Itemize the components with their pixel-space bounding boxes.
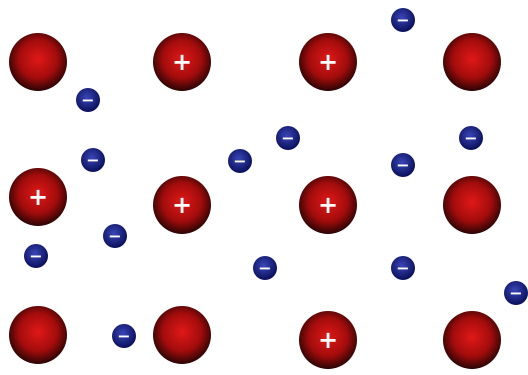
minus-sign: − <box>108 227 121 246</box>
minus-sign: − <box>81 91 94 110</box>
electron: − <box>391 153 415 177</box>
positive-ion: + <box>299 33 357 91</box>
ion-sphere <box>9 33 67 91</box>
minus-sign: − <box>117 327 130 346</box>
electron: − <box>112 324 136 348</box>
electron: − <box>81 148 105 172</box>
minus-sign: − <box>396 11 409 30</box>
plus-sign: + <box>28 183 48 211</box>
plus-sign: + <box>318 326 338 354</box>
ion-sphere <box>153 306 211 364</box>
ion-sphere <box>443 33 501 91</box>
minus-sign: − <box>29 247 42 266</box>
ion-sphere <box>9 306 67 364</box>
minus-sign: − <box>258 259 271 278</box>
ion <box>443 176 501 234</box>
ion <box>443 33 501 91</box>
electron: − <box>504 281 528 305</box>
electron: − <box>103 224 127 248</box>
plus-sign: + <box>318 191 338 219</box>
electron: − <box>24 244 48 268</box>
electron: − <box>276 126 300 150</box>
electron: − <box>253 256 277 280</box>
plus-sign: + <box>318 48 338 76</box>
positive-ion: + <box>299 176 357 234</box>
electron: − <box>391 8 415 32</box>
electron: − <box>76 88 100 112</box>
minus-sign: − <box>86 151 99 170</box>
minus-sign: − <box>509 284 522 303</box>
ion <box>443 311 501 369</box>
electron: − <box>459 126 483 150</box>
positive-ion: + <box>9 168 67 226</box>
electron: − <box>228 149 252 173</box>
ion-sphere <box>443 311 501 369</box>
electron: − <box>391 256 415 280</box>
positive-ion: + <box>153 176 211 234</box>
ion <box>9 306 67 364</box>
minus-sign: − <box>396 156 409 175</box>
ion-sphere <box>443 176 501 234</box>
positive-ion: + <box>153 33 211 91</box>
ion <box>9 33 67 91</box>
plus-sign: + <box>172 48 192 76</box>
minus-sign: − <box>464 129 477 148</box>
minus-sign: − <box>396 259 409 278</box>
minus-sign: − <box>281 129 294 148</box>
positive-ion: + <box>299 311 357 369</box>
minus-sign: − <box>233 152 246 171</box>
ion <box>153 306 211 364</box>
ions-layer: + + + + + + <box>9 33 501 369</box>
plus-sign: + <box>172 191 192 219</box>
